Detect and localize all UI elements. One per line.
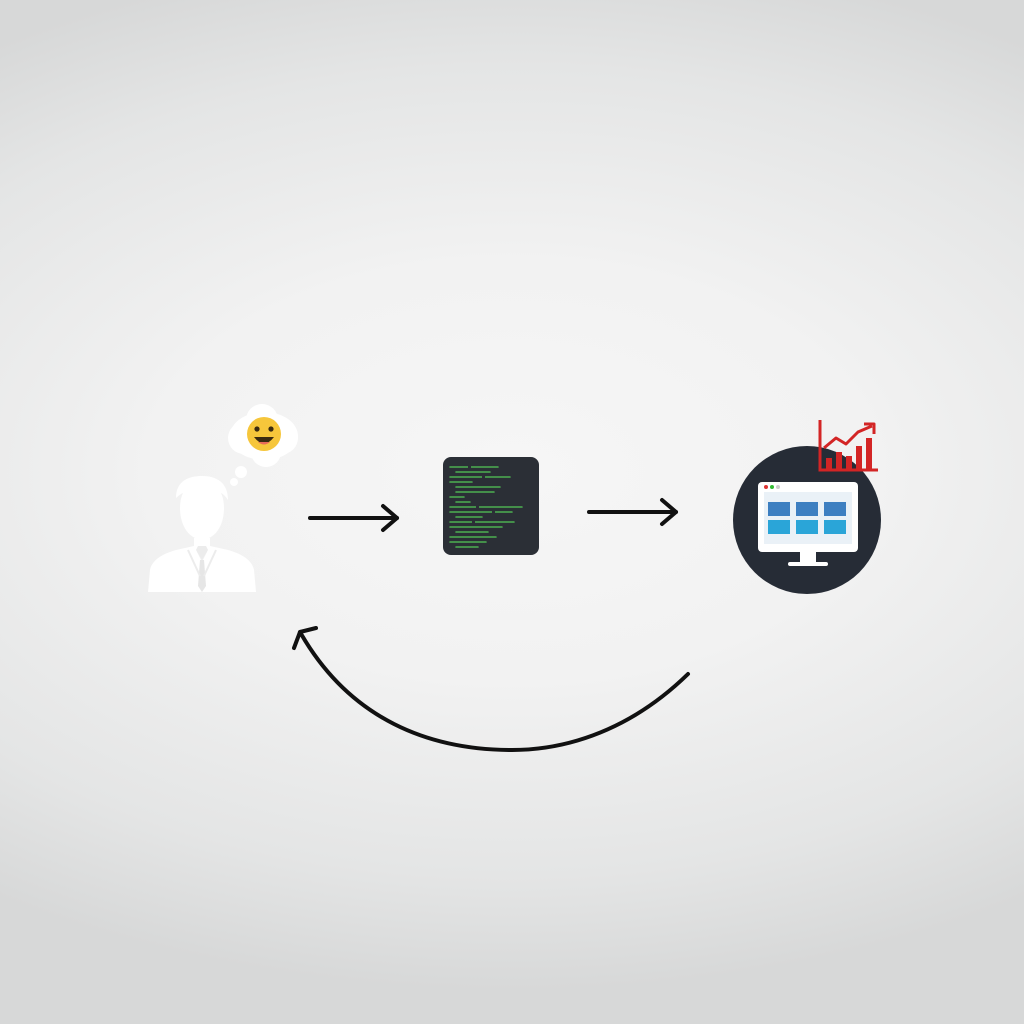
person-figure <box>148 476 256 592</box>
arrow-code-to-display <box>585 494 685 530</box>
arrow-display-to-user <box>280 610 700 770</box>
monitor-dashboard-icon <box>733 420 881 594</box>
display-node <box>730 412 890 602</box>
arrow-user-to-code <box>305 500 405 536</box>
user-node <box>140 400 320 600</box>
code-editor-icon <box>443 457 539 555</box>
person-silhouette-icon <box>148 404 298 592</box>
code-node <box>442 456 540 556</box>
growth-chart-icon <box>818 420 878 472</box>
smiley-face-icon <box>247 417 281 451</box>
